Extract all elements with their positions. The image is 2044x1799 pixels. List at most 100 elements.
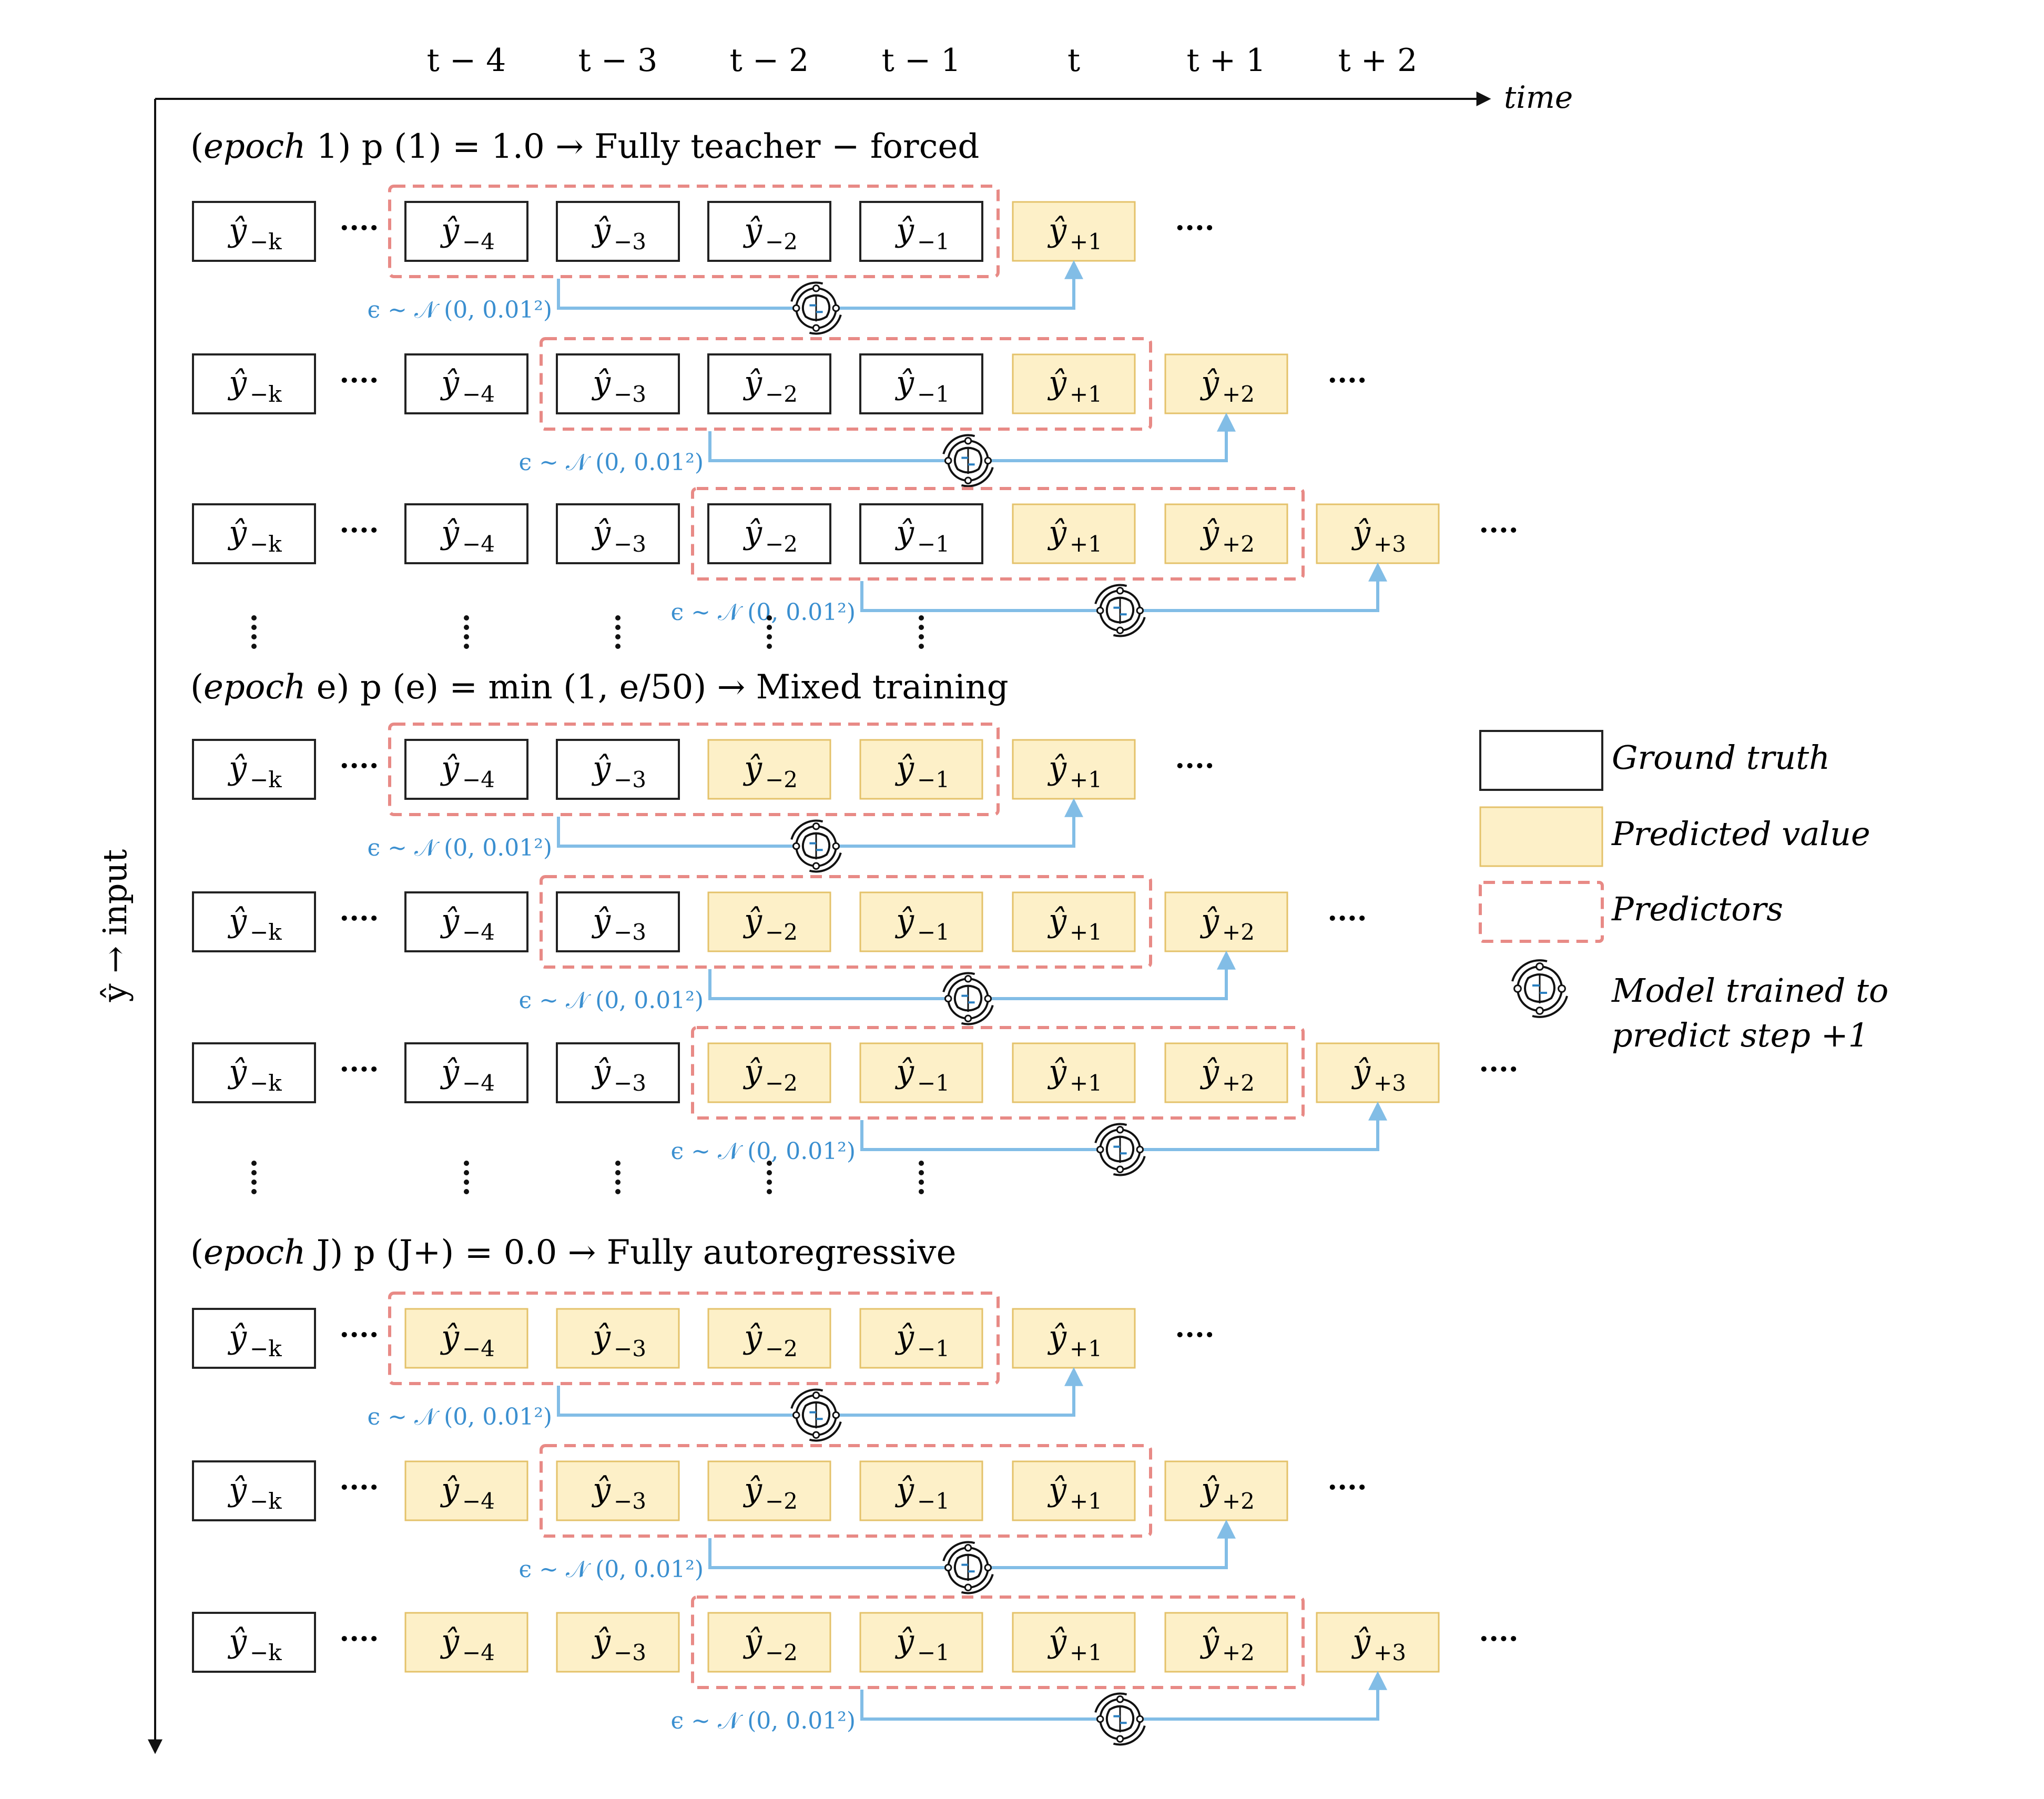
box-label: ŷ — [894, 1053, 914, 1090]
box-subscript: −3 — [614, 531, 646, 557]
box-label: ŷ — [1047, 364, 1067, 401]
box-label: ŷ — [894, 212, 914, 249]
box-subscript: −2 — [765, 1640, 798, 1665]
ground-truth-box: ŷ−k — [192, 739, 316, 800]
predicted-value-box: ŷ−1 — [859, 891, 983, 952]
vertical-ellipsis — [615, 1161, 621, 1194]
predicted-value-box: ŷ−4 — [404, 1612, 528, 1673]
box-subscript: −2 — [765, 1336, 798, 1361]
box-subscript: −3 — [614, 229, 646, 255]
box-label: ŷ — [440, 1471, 460, 1508]
box-subscript: −3 — [614, 1070, 646, 1096]
box-subscript: −3 — [614, 919, 646, 945]
predicted-value-box: ŷ−3 — [556, 1612, 680, 1673]
vertical-ellipsis — [251, 615, 257, 649]
box-label: ŷ — [743, 364, 762, 401]
box-subscript: −2 — [765, 767, 798, 792]
predicted-value-box: ŷ+2 — [1164, 1460, 1288, 1521]
box-label: ŷ — [591, 514, 611, 551]
box-subscript: +1 — [1070, 1070, 1102, 1096]
box-subscript: −4 — [462, 531, 495, 557]
box-label: ŷ — [591, 364, 611, 401]
ground-truth-box: ŷ−k — [192, 353, 316, 414]
box-subscript: −k — [250, 1336, 282, 1361]
box-subscript: −3 — [614, 1488, 646, 1514]
ground-truth-box: ŷ−3 — [556, 739, 680, 800]
box-label: ŷ — [743, 212, 762, 249]
box-subscript: −k — [250, 767, 282, 792]
box-label: ŷ — [894, 750, 914, 787]
predicted-value-box: ŷ+1 — [1012, 739, 1136, 800]
box-subscript: +2 — [1222, 1070, 1255, 1096]
box-subscript: −4 — [462, 381, 495, 407]
box-label: ŷ — [1199, 514, 1219, 551]
noise-label: ϵ ∼ 𝒩 (0, 0.01²) — [518, 449, 704, 476]
ellipsis: ···· — [339, 749, 379, 782]
box-subscript: −k — [250, 1488, 282, 1514]
predicted-value-box: ŷ−2 — [707, 1612, 831, 1673]
box-subscript: +1 — [1070, 1336, 1102, 1361]
ground-truth-box: ŷ−k — [192, 503, 316, 564]
brain-circuit-icon — [790, 1388, 842, 1442]
box-label: ŷ — [1199, 1623, 1219, 1660]
box-label: ŷ — [440, 1319, 460, 1356]
predicted-value-box: ŷ+1 — [1012, 503, 1136, 564]
box-label: ŷ — [1047, 514, 1067, 551]
brain-circuit-icon — [790, 281, 842, 335]
box-subscript: −2 — [765, 919, 798, 945]
box-subscript: −3 — [614, 1336, 646, 1361]
box-label: ŷ — [440, 212, 460, 249]
predicted-value-box: ŷ+3 — [1316, 1612, 1440, 1673]
ellipsis: ···· — [1327, 901, 1367, 935]
box-label: ŷ — [227, 1319, 247, 1356]
vertical-ellipsis — [251, 1161, 257, 1194]
time-tick-label: t — [1067, 42, 1080, 79]
predicted-value-box: ŷ−3 — [556, 1460, 680, 1521]
box-label: ŷ — [894, 902, 914, 939]
box-label: ŷ — [743, 514, 762, 551]
box-label: ŷ — [894, 364, 914, 401]
predicted-value-box: ŷ+2 — [1164, 1612, 1288, 1673]
box-subscript: +1 — [1070, 381, 1102, 407]
vertical-ellipsis — [464, 615, 469, 649]
box-subscript: −k — [250, 531, 282, 557]
brain-circuit-icon — [1094, 1692, 1146, 1746]
box-subscript: +3 — [1374, 1070, 1406, 1096]
ground-truth-box: ŷ−3 — [556, 201, 680, 262]
vertical-ellipsis — [919, 1161, 924, 1194]
box-label: ŷ — [1047, 212, 1067, 249]
ground-truth-box: ŷ−k — [192, 891, 316, 952]
predicted-value-box: ŷ+1 — [1012, 353, 1136, 414]
box-label: ŷ — [440, 364, 460, 401]
box-subscript: −1 — [917, 767, 950, 792]
box-label: ŷ — [1199, 1053, 1219, 1090]
ellipsis: ···· — [339, 1470, 379, 1504]
ellipsis: ···· — [1327, 363, 1367, 397]
predicted-value-box: ŷ+2 — [1164, 891, 1288, 952]
legend-predicted-label: Predicted value — [1611, 815, 1870, 853]
time-axis-label: time — [1504, 79, 1573, 115]
box-subscript: −4 — [462, 1336, 495, 1361]
predictor-window — [388, 723, 1000, 816]
epoch-section: (epoch J) p (J+) = 0.0 → Fully autoregre… — [190, 1233, 1519, 1746]
legend-predictors-swatch — [1479, 881, 1604, 943]
predicted-value-box: ŷ+2 — [1164, 353, 1288, 414]
box-subscript: −1 — [917, 1070, 950, 1096]
box-subscript: +1 — [1070, 919, 1102, 945]
box-label: ŷ — [1047, 1623, 1067, 1660]
box-label: ŷ — [227, 1471, 247, 1508]
predicted-value-box: ŷ+1 — [1012, 1612, 1136, 1673]
box-subscript: +2 — [1222, 1488, 1255, 1514]
ground-truth-box: ŷ−k — [192, 1612, 316, 1673]
brain-circuit-icon — [1094, 1123, 1146, 1176]
predicted-value-box: ŷ+1 — [1012, 1308, 1136, 1369]
box-subscript: −4 — [462, 767, 495, 792]
predicted-value-box: ŷ−1 — [859, 1612, 983, 1673]
box-label: ŷ — [1047, 1471, 1067, 1508]
predicted-value-box: ŷ−1 — [859, 739, 983, 800]
predicted-value-box: ŷ−4 — [404, 1308, 528, 1369]
box-label: ŷ — [1351, 1053, 1371, 1090]
